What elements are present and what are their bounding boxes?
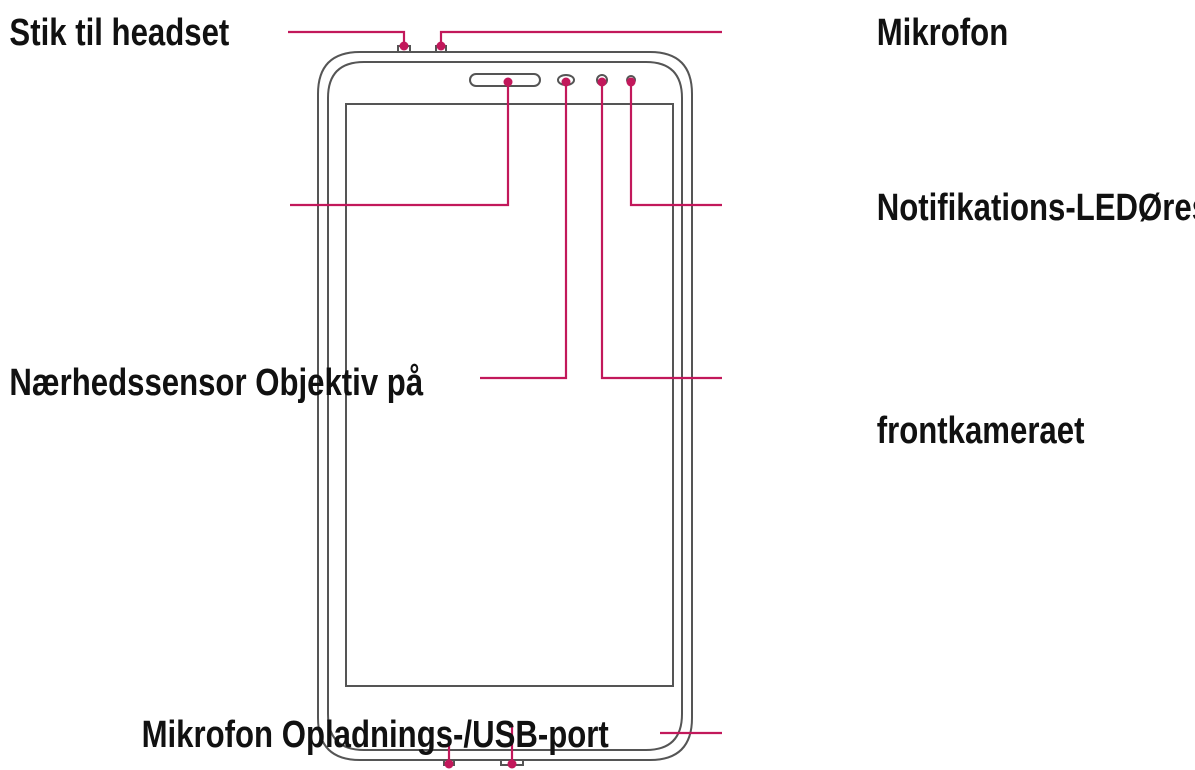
leader-lines [288, 30, 722, 769]
front-camera-dot [597, 77, 607, 87]
phone-inner-frame [327, 61, 683, 751]
bottom-mic-dot [444, 759, 454, 769]
led-leader [629, 82, 722, 207]
top-mic-leader [439, 30, 722, 46]
label-headset-jack: Stik til headset [9, 12, 229, 54]
earpiece-leader [290, 82, 510, 207]
earpiece-dot [503, 77, 513, 87]
label-top-microphone: Mikrofon [877, 12, 1008, 54]
proximity-dot [561, 77, 571, 87]
usb-port-dot [507, 759, 517, 769]
led-dot [626, 77, 636, 87]
label-led-earpiece: Notifikations-LEDØresnegl [877, 187, 1195, 229]
front-camera-leader [600, 82, 722, 380]
headset-jack-leader [288, 30, 406, 46]
proximity-leader [480, 82, 568, 380]
label-bottom-ports: Mikrofon Opladnings-/USB-port [142, 714, 610, 756]
label-proximity-lens: Nærhedssensor Objektiv på [9, 362, 423, 404]
phone-screen [345, 103, 674, 687]
headset-jack-dot [399, 41, 409, 51]
top-mic-dot [436, 41, 446, 51]
label-front-camera: frontkameraet [877, 410, 1085, 452]
earpiece-slot [469, 73, 541, 87]
callout-labels: Stik til headset Mikrofon Notifikations-… [9, 12, 1195, 756]
phone-illustration [317, 45, 693, 766]
phone-outer-frame [317, 51, 693, 761]
